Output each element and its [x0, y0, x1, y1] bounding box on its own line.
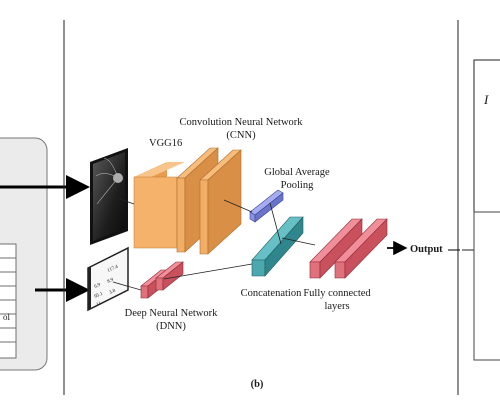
concatenation-block — [251, 216, 304, 277]
cnn-block — [176, 147, 242, 255]
gap-label-line1: Global Average — [264, 167, 330, 178]
table-value-4: 95.1 — [94, 291, 104, 299]
concatenation-label: Concatenation — [241, 288, 302, 299]
table-value-3: 8.9 — [107, 278, 115, 285]
vgg16-label: VGG16 — [149, 138, 182, 149]
left-table-partial-text: ol — [3, 312, 11, 322]
right-panel: I — [462, 59, 500, 361]
cnn-label-line1: Convolution Neural Network — [179, 117, 303, 128]
table-value-2: 6.9 — [94, 283, 102, 290]
tabular-input: 117.4 6.9 8.9 95.1 3.8 11 — [87, 246, 129, 312]
cnn-label-line2: (CNN) — [226, 130, 256, 141]
fc-label-line1: Fully connected — [303, 288, 371, 299]
table-value-6: 11 — [96, 301, 103, 308]
table-value-1: 117.4 — [107, 265, 120, 274]
left-table: ol — [0, 243, 17, 359]
dnn-label-line2: (DNN) — [156, 321, 186, 332]
global-average-pooling-block — [249, 189, 284, 223]
connectors — [112, 196, 316, 291]
gap-label-line2: Pooling — [281, 180, 314, 191]
dnn-block — [140, 261, 184, 299]
right-panel-partial-glyph: I — [483, 92, 489, 107]
fundus-image — [90, 148, 128, 245]
output-label: Output — [410, 244, 443, 255]
dnn-label-line1: Deep Neural Network — [125, 308, 218, 319]
fully-connected-block — [309, 218, 388, 279]
panel-label: (b) — [251, 379, 264, 390]
left-panel: ol — [0, 137, 48, 371]
vgg16-block — [133, 162, 185, 249]
table-value-5: 3.8 — [109, 289, 117, 296]
fc-label-line2: layers — [324, 301, 349, 312]
